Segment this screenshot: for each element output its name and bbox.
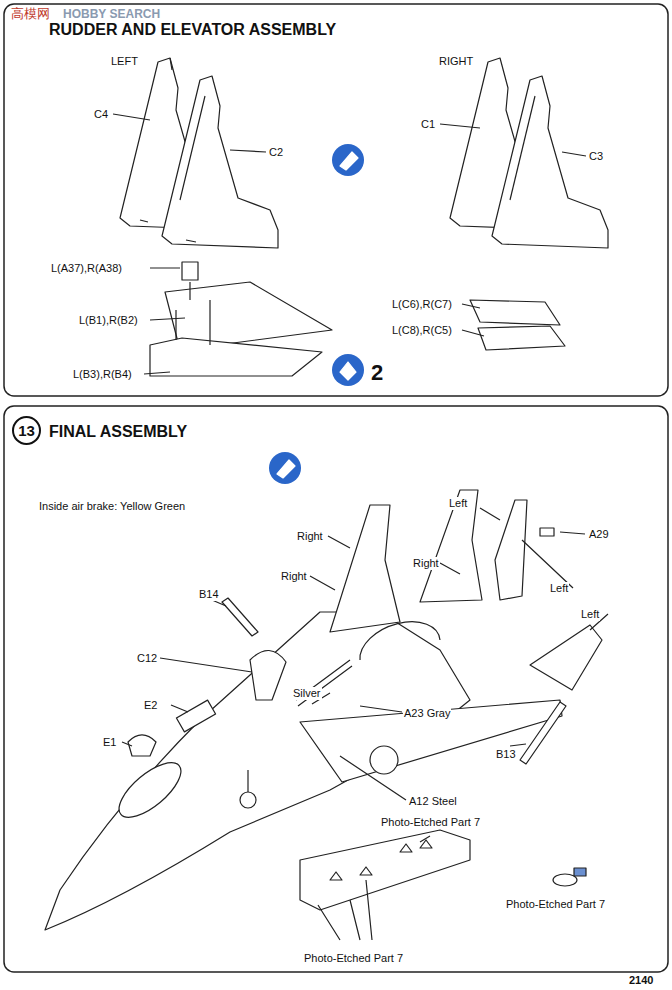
page-number: 2140	[628, 974, 654, 987]
section-title: RUDDER AND ELEVATOR ASSEMBLY	[48, 20, 337, 39]
part-number: E1	[102, 736, 117, 749]
part-number: B14	[198, 588, 220, 601]
paint-note: Inside air brake: Yellow Green	[38, 500, 186, 513]
part-number: A23 Gray	[403, 707, 451, 720]
part-number: C2	[268, 146, 284, 159]
side-label: Left	[580, 608, 600, 621]
part-number: C12	[136, 652, 158, 665]
part-number: C1	[420, 118, 436, 131]
photo-etch-label: Photo-Etched Part 7	[505, 898, 606, 911]
part-number: C3	[588, 150, 604, 163]
part-number: E2	[143, 699, 158, 712]
part-number: C4	[93, 108, 109, 121]
part-number: A12 Steel	[408, 795, 458, 808]
side-label: Left	[448, 497, 468, 510]
step-number: 13	[18, 422, 35, 439]
paint-note: Silver	[292, 687, 322, 700]
side-label: Left	[549, 582, 569, 595]
part-number: L(C8),R(C5)	[391, 324, 453, 337]
watermark: 高模网	[10, 6, 51, 22]
part-number: L(B1),R(B2)	[78, 314, 139, 327]
side-label: Right	[296, 530, 324, 543]
section-title: FINAL ASSEMBLY	[48, 422, 188, 441]
side-label: RIGHT	[438, 55, 474, 68]
photo-etch-label: Photo-Etched Part 7	[303, 952, 404, 965]
side-label: Right	[280, 570, 308, 583]
side-label: Right	[412, 557, 440, 570]
part-number: B13	[495, 748, 517, 761]
part-number: L(A37),R(A38)	[50, 262, 123, 275]
watermark: HOBBY SEARCH	[62, 7, 161, 21]
photo-etch-label: Photo-Etched Part 7	[380, 816, 481, 829]
side-label: LEFT	[110, 55, 139, 68]
part-number: L(B3),R(B4)	[72, 368, 133, 381]
quantity-number: 2	[370, 360, 384, 386]
part-number: L(C6),R(C7)	[391, 298, 453, 311]
step-number-circle: 13	[12, 416, 41, 445]
part-number: A29	[588, 528, 610, 541]
